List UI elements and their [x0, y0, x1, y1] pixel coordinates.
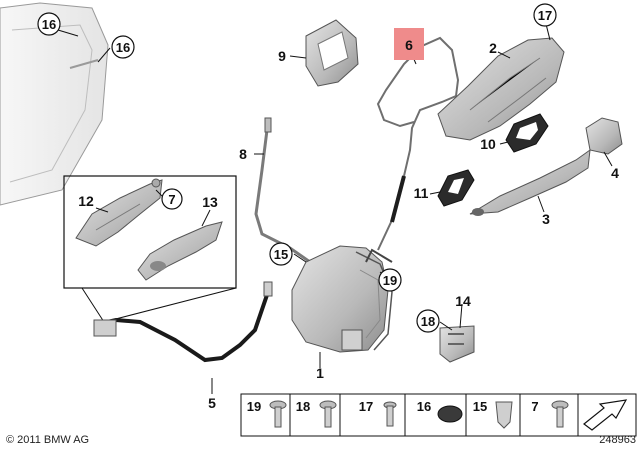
svg-text:16: 16 — [42, 17, 56, 32]
legend-item-17: 17 — [359, 399, 397, 427]
callout-11: 11 — [414, 185, 429, 201]
image-id-text: 248963 — [599, 434, 636, 446]
callout-7: 7 — [161, 188, 183, 210]
callout-6-highlight: 6 — [394, 28, 424, 60]
callout-16-b: 16 — [111, 35, 135, 59]
callout-4: 4 — [611, 165, 619, 181]
inner-handle-box — [63, 175, 237, 323]
svg-text:6: 6 — [405, 37, 413, 53]
lock-cylinder-cap — [585, 117, 623, 155]
directional-arrow-icon — [583, 399, 628, 431]
bowden-cable-outer — [376, 36, 460, 251]
callout-17: 17 — [533, 3, 557, 27]
callouts: 16 16 17 7 15 19 18 6 9 2 8 10 4 11 3 12… — [37, 3, 619, 411]
callout-1: 1 — [316, 365, 324, 381]
legend-item-19: 19 — [247, 399, 287, 428]
callout-14: 14 — [455, 293, 471, 309]
callout-10: 10 — [480, 136, 496, 152]
svg-text:17: 17 — [359, 399, 373, 414]
inner-handle-carrier — [75, 178, 163, 247]
svg-text:7: 7 — [168, 192, 175, 207]
fastener-legend: 19 18 17 16 15 7 — [240, 393, 637, 437]
callout-8: 8 — [239, 146, 247, 162]
legend-item-18: 18 — [296, 399, 337, 428]
svg-text:19: 19 — [247, 399, 261, 414]
callout-19: 19 — [378, 268, 402, 292]
svg-text:18: 18 — [421, 314, 435, 329]
bowden-cable-inner — [93, 281, 273, 363]
legend-item-7: 7 — [531, 399, 569, 428]
callout-18: 18 — [416, 309, 440, 333]
striker-plate — [439, 325, 475, 363]
svg-text:17: 17 — [538, 8, 552, 23]
copyright-text: © 2011 BMW AG — [6, 434, 90, 446]
seal-11 — [437, 169, 475, 207]
callout-15: 15 — [269, 242, 293, 266]
outer-door-handle — [469, 148, 591, 216]
svg-text:19: 19 — [383, 273, 397, 288]
legend-item-15: 15 — [473, 399, 513, 429]
outer-handle-carrier — [437, 37, 565, 141]
callout-3: 3 — [542, 211, 550, 227]
svg-text:16: 16 — [417, 399, 431, 414]
callout-12: 12 — [78, 193, 94, 209]
rod-8 — [254, 117, 311, 264]
svg-text:16: 16 — [116, 40, 130, 55]
callout-9: 9 — [278, 48, 286, 64]
bracket-9 — [305, 19, 359, 87]
door-lock — [291, 245, 393, 353]
svg-text:18: 18 — [296, 399, 310, 414]
svg-text:7: 7 — [531, 399, 538, 414]
inner-handle-cover — [137, 221, 223, 281]
callout-2: 2 — [489, 40, 497, 56]
callout-5: 5 — [208, 395, 216, 411]
gasket-10 — [505, 113, 549, 153]
svg-text:15: 15 — [473, 399, 487, 414]
callout-16-a: 16 — [37, 12, 61, 36]
legend-item-16: 16 — [417, 399, 463, 423]
door-panel — [0, 2, 109, 206]
svg-text:15: 15 — [274, 247, 288, 262]
callout-13: 13 — [202, 194, 218, 210]
